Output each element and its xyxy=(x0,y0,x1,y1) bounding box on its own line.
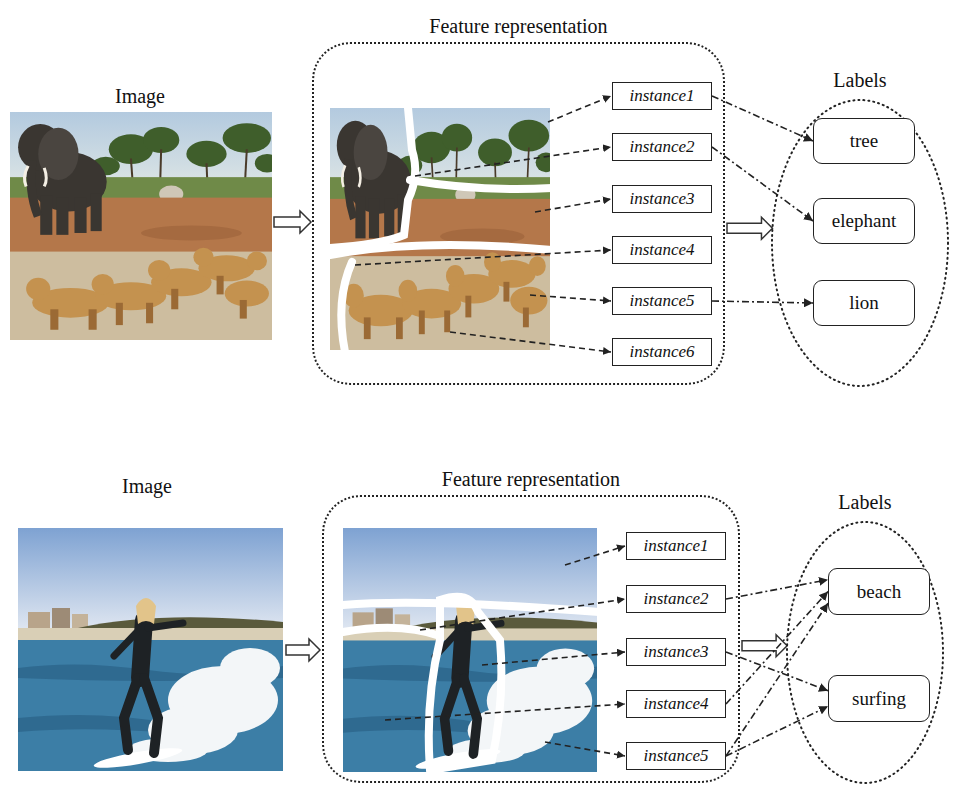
instance-box: instance1 xyxy=(626,532,726,560)
instance-box: instance3 xyxy=(626,638,726,666)
label-ellipse: Labelsbeachsurfing xyxy=(785,520,945,785)
segmented-image xyxy=(343,528,597,773)
node-text: instance5 xyxy=(629,291,694,311)
instance-box: instance5 xyxy=(626,742,726,770)
instance-box: instance6 xyxy=(612,338,712,366)
node-text: elephant xyxy=(832,210,896,232)
label-box: beach xyxy=(828,568,930,615)
node-text: instance3 xyxy=(643,642,708,662)
group-heading: Labels xyxy=(710,69,956,92)
node-text: tree xyxy=(850,130,878,152)
instance-box: instance2 xyxy=(626,585,726,613)
instance-box: instance5 xyxy=(612,287,712,315)
node-text: instance4 xyxy=(643,694,708,714)
hollow-arrow xyxy=(286,639,320,661)
group-heading: Labels xyxy=(725,491,956,514)
node-text: instance1 xyxy=(643,536,708,556)
label-connector xyxy=(712,147,813,221)
photo xyxy=(10,112,279,340)
leader-arrow xyxy=(355,96,625,756)
ellipse-outline xyxy=(785,520,945,785)
node-text: beach xyxy=(857,581,901,603)
label-connector xyxy=(726,603,828,756)
ellipse-outline xyxy=(772,100,948,386)
node-text: instance3 xyxy=(629,189,694,209)
hollow-arrow xyxy=(727,217,772,239)
label-connector xyxy=(726,580,828,599)
instance-box: instance4 xyxy=(612,236,712,264)
label-connector xyxy=(712,301,813,303)
segment-gap xyxy=(330,108,552,352)
label-box: elephant xyxy=(813,198,915,244)
label-connector xyxy=(712,96,813,141)
node-text: lion xyxy=(849,292,879,314)
node-text: surfing xyxy=(852,688,906,710)
node-text: instance6 xyxy=(629,342,694,362)
hollow-arrow xyxy=(742,635,787,657)
node-text: instance2 xyxy=(643,589,708,609)
label-connector xyxy=(726,652,828,691)
group-heading: Feature representation xyxy=(264,468,798,491)
label-connector xyxy=(726,592,828,705)
instance-box: instance2 xyxy=(612,133,712,161)
instance-box: instance1 xyxy=(612,82,712,110)
instance-box: instance3 xyxy=(612,185,712,213)
label-box: lion xyxy=(813,280,915,326)
photo xyxy=(18,528,283,772)
label-ellipse: Labelstreeelephantlion xyxy=(770,98,950,388)
node-text: instance5 xyxy=(643,746,708,766)
ellipse-outline xyxy=(787,522,943,783)
node-text: instance1 xyxy=(629,86,694,106)
feature-box: Feature representationinstance1instance2… xyxy=(322,495,740,783)
label-box: tree xyxy=(813,118,915,164)
node-text: instance4 xyxy=(629,240,694,260)
segmented-image xyxy=(330,108,556,350)
label-box: surfing xyxy=(828,675,930,722)
image-heading: Image xyxy=(87,475,207,498)
hollow-arrow xyxy=(274,211,311,233)
group-heading: Feature representation xyxy=(254,15,783,38)
image-heading: Image xyxy=(80,85,200,108)
instance-box: instance4 xyxy=(626,690,726,718)
feature-box: Feature representationinstance1instance2… xyxy=(312,42,725,385)
node-text: instance2 xyxy=(629,137,694,157)
